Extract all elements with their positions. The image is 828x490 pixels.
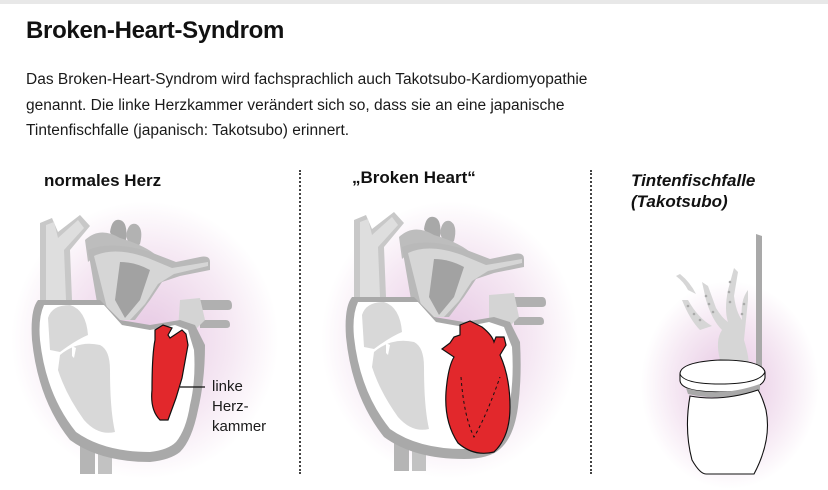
intro-line: Das Broken-Heart-Syndrom wird fachsprach… (26, 71, 588, 88)
column-divider (590, 170, 592, 474)
label-line: linke (212, 378, 243, 395)
label-line: kammer (212, 418, 267, 435)
intro-line: genannt. Die linke Herzkammer verändert … (26, 96, 565, 114)
panel-heading: Tintenfischfalle (Takotsubo) (631, 170, 755, 212)
panel-heading: „Broken Heart“ (352, 168, 476, 187)
column-divider (299, 170, 301, 474)
normal-heart-icon (31, 215, 232, 474)
intro-line: Tintenfischfalle (japanisch: Takotsubo) … (26, 122, 350, 139)
top-bar (0, 0, 828, 4)
page-title: Broken-Heart-Syndrom (26, 17, 285, 44)
octopus-trap-icon (676, 234, 769, 475)
heading-line: (Takotsubo) (631, 192, 728, 211)
label-line: Herz- (212, 398, 249, 415)
panel-heading: normales Herz (44, 171, 162, 190)
left-ventricle-label: linke Herz- kammer (212, 377, 266, 437)
broken-heart-icon (345, 212, 546, 471)
intro-text: Das Broken-Heart-Syndrom wird fachsprach… (26, 67, 666, 144)
heading-line: Tintenfischfalle (631, 171, 756, 190)
